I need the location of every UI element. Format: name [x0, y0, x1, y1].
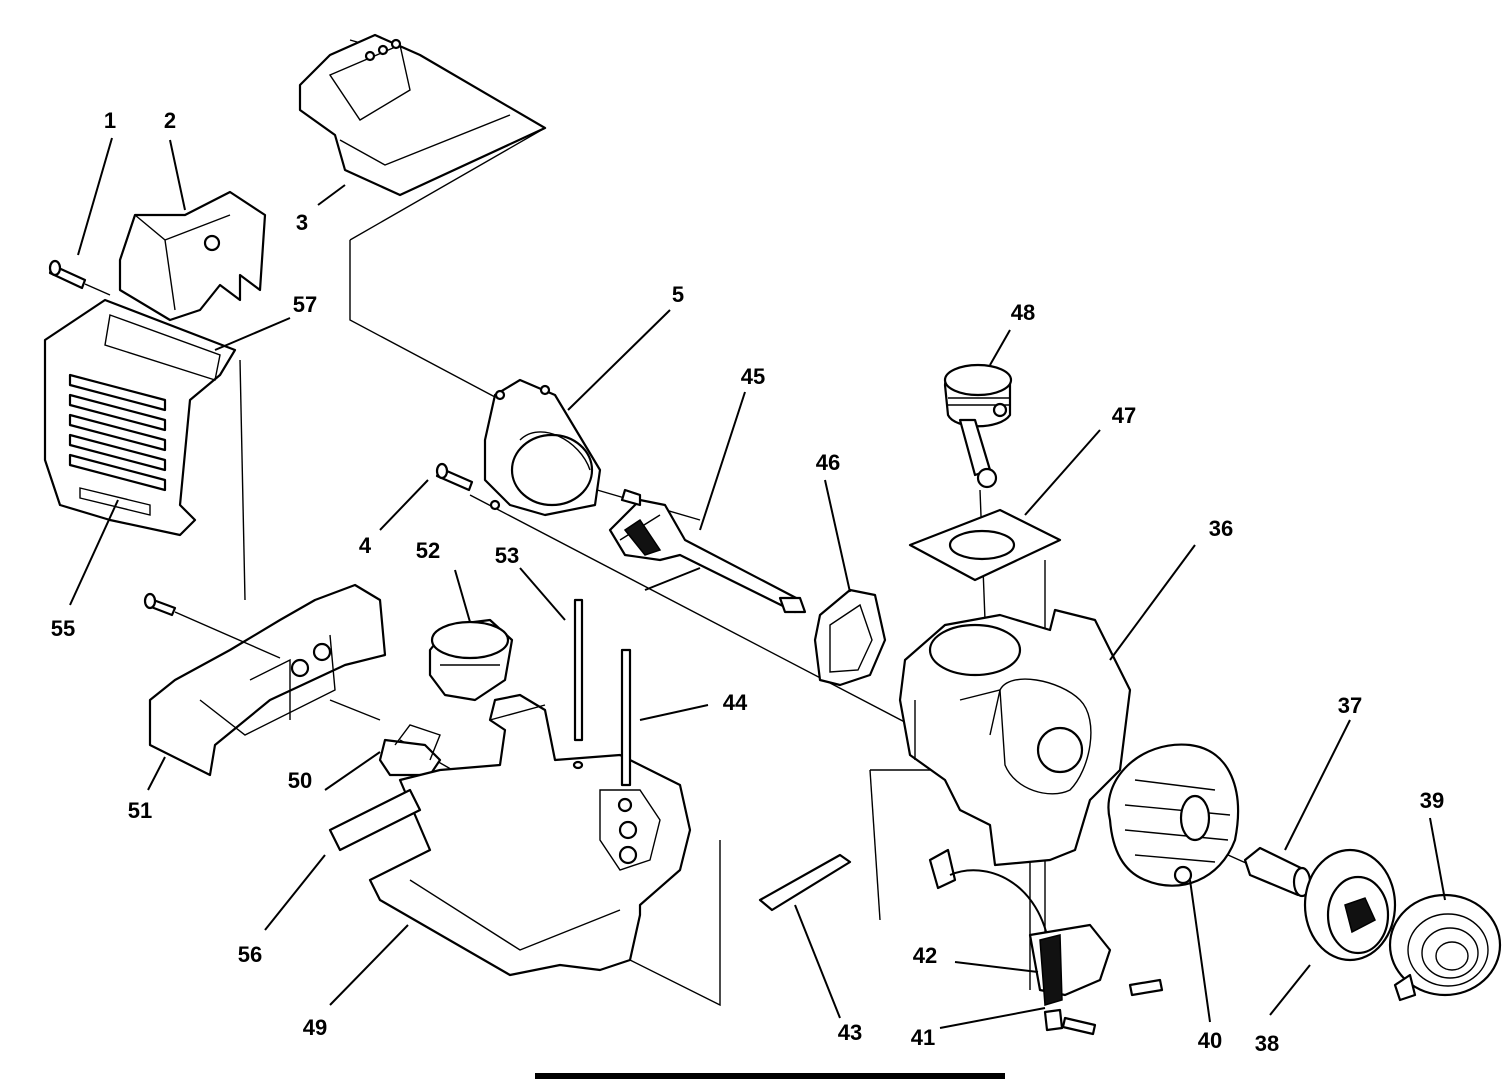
part-47-cylinder-gasket — [908, 508, 1062, 582]
label-49: 49 — [303, 1015, 327, 1040]
part-56-decal — [328, 788, 422, 852]
part-37-sleeve — [1243, 846, 1312, 898]
part-5-intake-housing — [483, 378, 602, 517]
part-2-air-filter-cover — [118, 190, 267, 322]
part-45-crankshaft — [608, 488, 807, 614]
part-36-crankcase — [898, 608, 1132, 867]
label-57: 57 — [293, 292, 317, 317]
part-39-recoil-spring — [1388, 893, 1502, 1002]
label-37: 37 — [1338, 693, 1362, 718]
label-36: 36 — [1209, 516, 1233, 541]
label-40: 40 — [1198, 1028, 1222, 1053]
label-2: 2 — [164, 108, 176, 133]
part-46-gasket — [813, 588, 887, 687]
part-4-screw — [435, 462, 474, 492]
label-5: 5 — [672, 282, 684, 307]
part-52-cap — [428, 618, 514, 702]
label-41: 41 — [911, 1025, 935, 1050]
label-50: 50 — [288, 768, 312, 793]
leader-lines — [69, 137, 1446, 1029]
part-48-piston — [943, 363, 1013, 489]
label-47: 47 — [1112, 403, 1136, 428]
part-3-top-cover — [298, 33, 547, 197]
label-42: 42 — [913, 943, 937, 968]
label-46: 46 — [816, 450, 840, 475]
label-48: 48 — [1011, 300, 1035, 325]
part-number-labels: 1 2 3 57 55 5 4 45 46 48 47 36 52 53 44 … — [51, 108, 1444, 1056]
label-39: 39 — [1420, 788, 1444, 813]
part-50-clip — [378, 724, 442, 777]
label-4: 4 — [359, 533, 372, 558]
label-44: 44 — [723, 690, 748, 715]
label-53: 53 — [495, 543, 519, 568]
part-44-rod — [620, 648, 632, 787]
part-41-screws — [1043, 1008, 1097, 1036]
cropped-caption-remnant — [535, 1073, 1005, 1079]
label-52: 52 — [416, 538, 440, 563]
label-51: 51 — [128, 798, 152, 823]
label-38: 38 — [1255, 1031, 1279, 1056]
part-38-pulley — [1303, 848, 1397, 962]
part-51-rear-housing — [143, 583, 387, 777]
label-3: 3 — [296, 210, 308, 235]
part-49-fuel-tank — [368, 693, 692, 977]
label-1: 1 — [104, 108, 116, 133]
label-55: 55 — [51, 616, 75, 641]
part-57-housing — [43, 298, 237, 537]
part-43-gasket-strip — [758, 853, 852, 912]
part-1-screw — [48, 259, 111, 296]
part-53-rod — [572, 598, 584, 770]
label-45: 45 — [741, 364, 765, 389]
part-40-flywheel — [1107, 743, 1240, 887]
label-43: 43 — [838, 1020, 862, 1045]
part-42-ignition-coil — [928, 848, 1164, 1006]
label-56: 56 — [238, 942, 262, 967]
